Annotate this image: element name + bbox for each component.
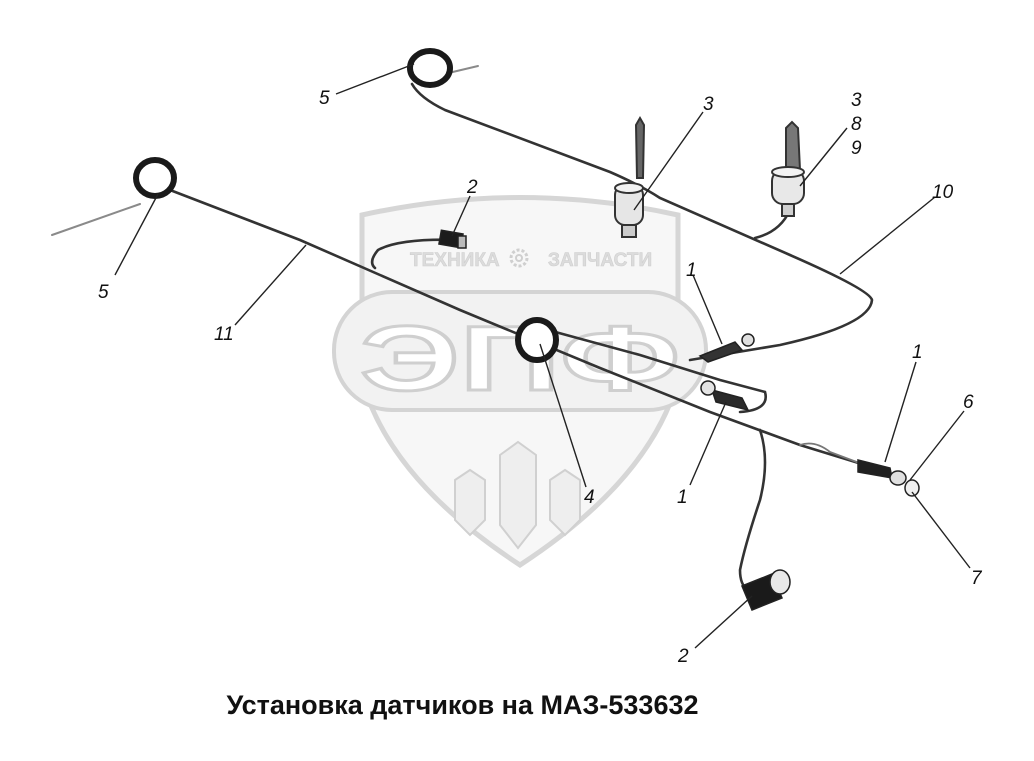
callout-5-top: 5 [319,88,330,109]
leader-lines [114,63,971,649]
callout-2-bottom: 2 [677,646,689,667]
callout-labels: 5 3 3 8 9 2 10 5 11 1 1 6 4 1 7 2 [98,88,983,667]
part-6-7 [904,479,920,497]
callout-1-lower: 1 [677,487,688,508]
ring-center [515,317,559,363]
ring-top [407,48,453,88]
wire-top-harness [410,82,874,362]
connector-1-center [698,333,755,363]
callout-1-right: 1 [912,342,923,363]
sensor-installation-diagram: ТЕХНИКА ЗАПЧАСТИ ЭПФ [51,48,983,667]
callout-9: 9 [851,138,862,159]
sensor-3-8-9 [771,120,805,217]
ring-parts [133,48,559,363]
watermark-wheat [454,440,581,550]
callout-4: 4 [584,487,595,508]
sensor-2-top [438,229,467,249]
wire-left-end [51,203,141,236]
connector-1-right [857,459,920,497]
watermark-left-word: ТЕХНИКА [410,250,500,271]
callout-8: 8 [851,114,862,135]
wire-sensor-2-top [370,238,462,270]
diagram-caption: Установка датчиков на МАЗ-533632 [226,690,699,720]
callout-11: 11 [214,324,234,345]
watermark-logo: ТЕХНИКА ЗАПЧАСТИ ЭПФ [332,195,708,568]
sensor-2-bottom [741,569,791,611]
sensor-3 [614,115,646,238]
wire-sensor-2-bottom [738,428,767,592]
gear-icon [509,248,529,268]
callout-3-a: 3 [703,94,714,115]
callout-1-center: 1 [686,260,697,281]
wiring [51,65,874,592]
ring-left [133,157,177,199]
watermark-logo-letters: ЭПФ [360,308,680,410]
callout-5-left: 5 [98,282,109,303]
wire-connector-lead [799,442,863,465]
callout-7: 7 [971,568,983,589]
callout-2-top: 2 [466,177,478,198]
connector-1-lower [700,380,750,412]
watermark-right-word: ЗАПЧАСТИ [548,250,652,271]
wire-harness-center [546,328,767,414]
callout-6: 6 [963,392,974,413]
callout-10: 10 [932,182,954,203]
callout-3-b: 3 [851,90,862,111]
